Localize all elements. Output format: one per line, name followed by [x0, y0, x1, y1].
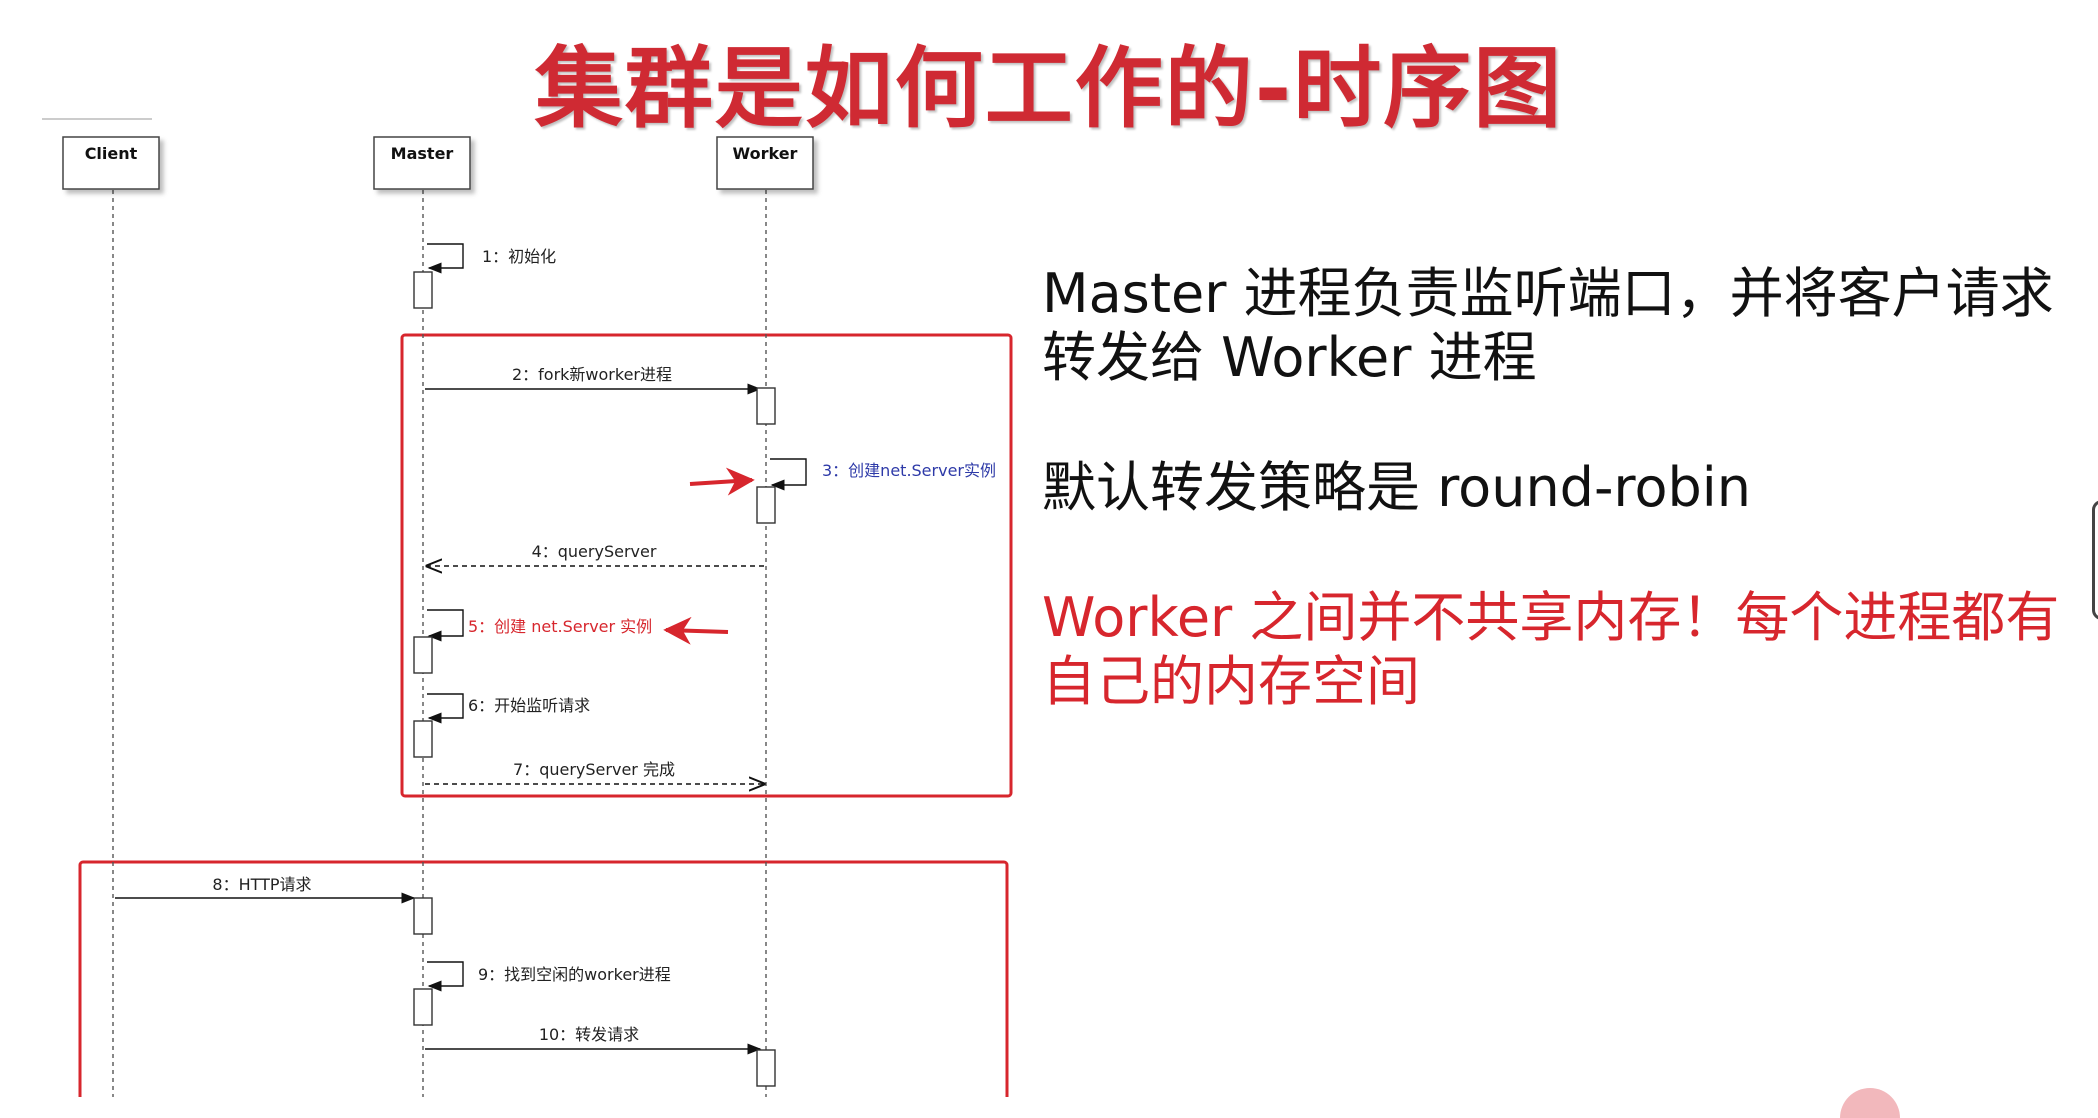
participant-label-worker: Worker	[733, 144, 798, 163]
message-label-1: 1：初始化	[482, 247, 556, 266]
participant-worker: Worker	[716, 136, 814, 190]
activation-master-5	[413, 636, 433, 674]
message-label-7: 7：queryServer 完成	[513, 760, 675, 779]
activation-master-6	[413, 720, 433, 758]
message-5-create-server: 5：创建 net.Server 实例	[413, 609, 729, 674]
participant-label-client: Client	[85, 144, 138, 163]
participant-master: Master	[373, 136, 471, 190]
red-pointer-arrow-3	[689, 467, 755, 496]
activation-worker-3	[756, 486, 776, 524]
message-label-2: 2：fork新worker进程	[512, 365, 672, 384]
title-divider	[42, 118, 152, 120]
corner-decoration	[1840, 1088, 1900, 1118]
message-3-create-server: 3：创建net.Server实例	[689, 458, 996, 524]
message-4-query-server: 4：queryServer	[427, 542, 764, 566]
note-master-role: Master 进程负责监听端口，并将客户请求转发给 Worker 进程	[1042, 262, 2054, 389]
highlight-box-request-forward	[78, 860, 1009, 1097]
message-6-start-listen: 6：开始监听请求	[413, 693, 590, 758]
message-10-forward-request: 10：转发请求	[425, 1025, 776, 1087]
message-label-3: 3：创建net.Server实例	[822, 461, 996, 480]
message-7-query-done: 7：queryServer 完成	[425, 760, 764, 784]
edge-bracket-decoration	[2092, 500, 2098, 620]
activation-worker-2	[756, 387, 776, 425]
message-label-10: 10：转发请求	[539, 1025, 639, 1044]
page-title: 集群是如何工作的-时序图	[534, 37, 1564, 140]
participant-label-master: Master	[391, 144, 454, 163]
highlight-box-worker-init	[400, 333, 1013, 798]
sequence-diagram: Client Master Worker 1：初始化 2：fork新worker…	[62, 136, 1013, 1097]
activation-master-8	[413, 897, 433, 935]
red-pointer-arrow-5	[663, 616, 729, 645]
note-no-shared-memory: Worker 之间并不共享内存！每个进程都有自己的内存空间	[1042, 586, 2060, 713]
activation-worker-10	[756, 1049, 776, 1087]
participant-client: Client	[62, 136, 160, 190]
activation-master-1	[413, 271, 433, 309]
message-9-find-idle-worker: 9：找到空闲的worker进程	[413, 961, 671, 1026]
note-round-robin: 默认转发策略是 round-robin	[1042, 456, 1751, 519]
message-label-9: 9：找到空闲的worker进程	[478, 965, 671, 984]
message-label-8: 8：HTTP请求	[212, 875, 311, 894]
activation-master-9	[413, 988, 433, 1026]
message-8-http-request: 8：HTTP请求	[115, 875, 433, 935]
message-1-init: 1：初始化	[413, 243, 556, 309]
message-label-4: 4：queryServer	[532, 542, 657, 561]
message-label-5: 5：创建 net.Server 实例	[468, 617, 652, 636]
message-label-6: 6：开始监听请求	[468, 696, 590, 715]
message-2-fork: 2：fork新worker进程	[425, 365, 776, 425]
